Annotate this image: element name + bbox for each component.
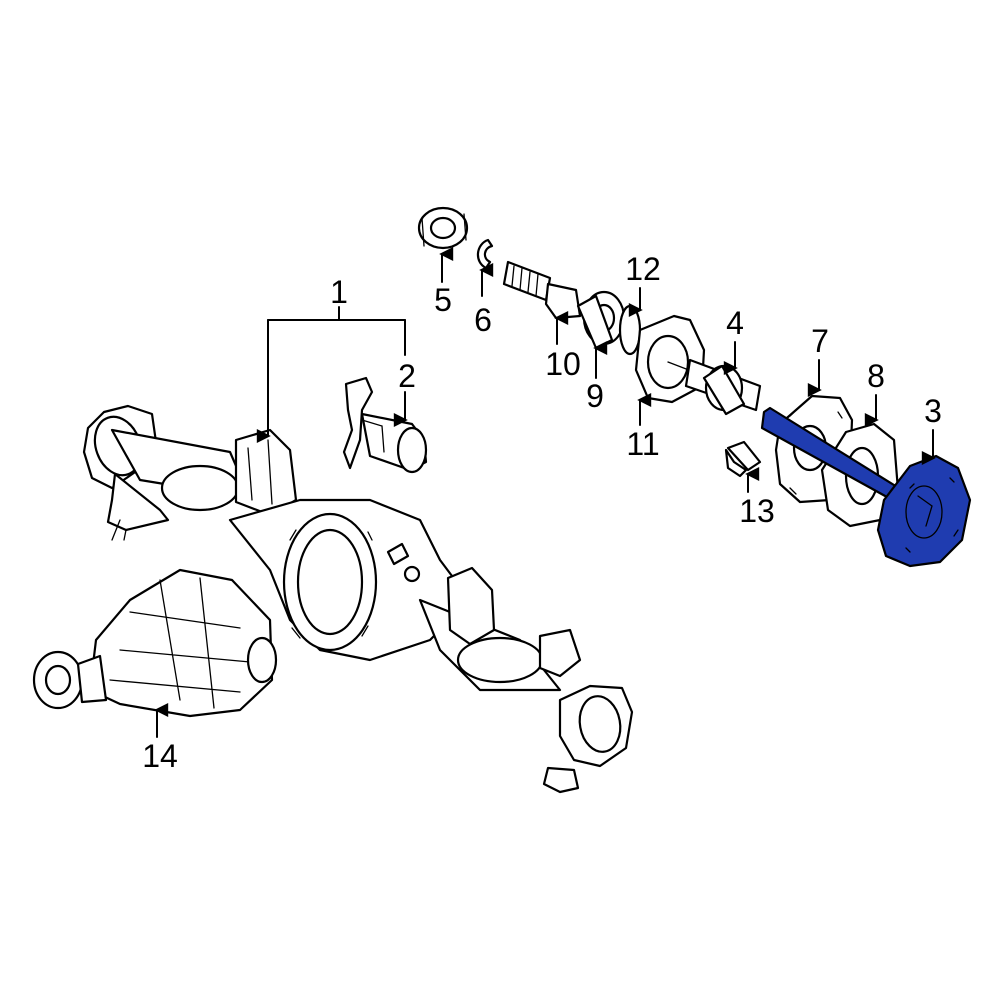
leader-lines bbox=[154, 247, 936, 738]
callout-7: 7 bbox=[811, 323, 829, 359]
callout-3: 3 bbox=[924, 393, 942, 429]
callout-1: 1 bbox=[330, 274, 348, 310]
part-6-snap-ring[interactable] bbox=[476, 238, 494, 270]
callout-8: 8 bbox=[867, 358, 885, 394]
callout-12: 12 bbox=[625, 251, 661, 287]
callout-6: 6 bbox=[474, 302, 492, 338]
part-5-bearing-cup[interactable] bbox=[417, 206, 469, 250]
callout-5: 5 bbox=[434, 282, 452, 318]
axle-shaft-assembly[interactable] bbox=[502, 260, 762, 416]
callout-13: 13 bbox=[739, 493, 775, 529]
part-2-bracket[interactable] bbox=[342, 376, 428, 474]
callout-11: 11 bbox=[626, 426, 659, 462]
callout-4: 4 bbox=[726, 305, 744, 341]
part-3-axle-shaft-highlighted[interactable] bbox=[760, 406, 972, 568]
part-13-bolt[interactable] bbox=[724, 440, 762, 478]
callout-14: 14 bbox=[142, 738, 178, 774]
axle-housing[interactable] bbox=[82, 404, 634, 794]
callout-labels: 1 2 3 4 5 6 7 8 9 10 11 12 13 14 bbox=[142, 251, 942, 774]
callout-10: 10 bbox=[545, 346, 581, 382]
callout-2: 2 bbox=[398, 358, 416, 394]
callout-9: 9 bbox=[586, 378, 604, 414]
differential-carrier[interactable] bbox=[32, 568, 278, 718]
